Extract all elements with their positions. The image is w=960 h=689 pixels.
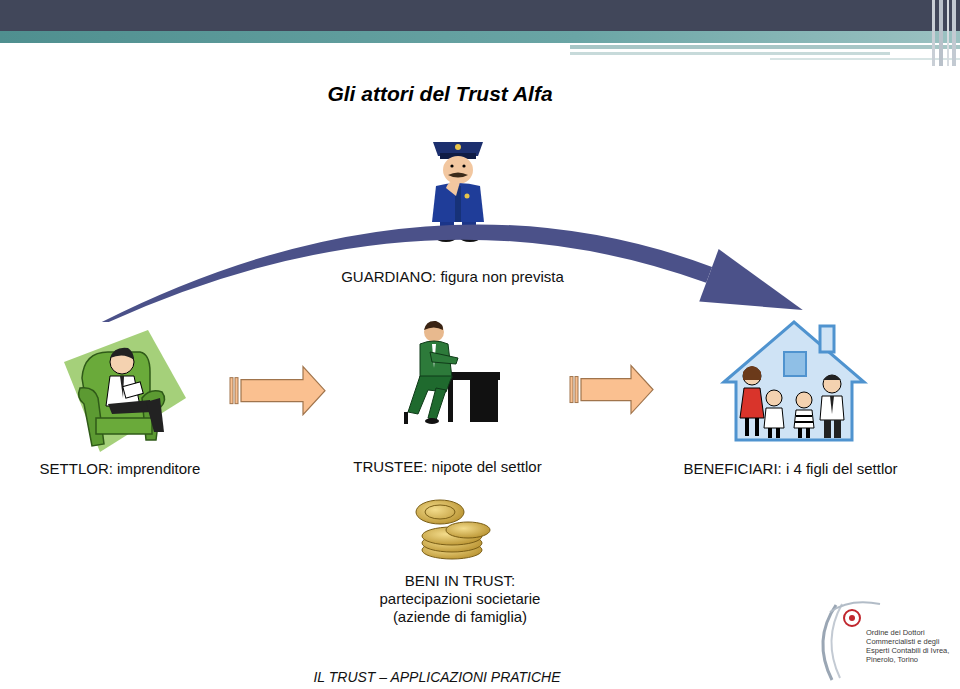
actor-label: SETTLOR: imprenditore <box>40 460 201 478</box>
footer-text: IL TRUST – APPLICAZIONI PRATICHE <box>237 669 637 685</box>
arrow-tail-bar <box>230 378 233 404</box>
actor-node: BENEFICIARI: i 4 figli del settlor <box>668 318 913 478</box>
family-figure <box>724 322 864 440</box>
header-line <box>932 0 935 66</box>
actor-node: SETTLOR: imprenditore <box>25 322 215 478</box>
header-stripe <box>0 31 960 43</box>
logo-text: Ordine dei Dottori Commercialisti e degl… <box>866 628 956 664</box>
actor-label: GUARDIANO: figura non prevista <box>341 268 564 286</box>
arrow-tail-bar <box>570 377 573 403</box>
connector <box>230 367 325 415</box>
header-line <box>570 52 890 55</box>
block-arrow <box>581 366 653 414</box>
header-line <box>939 0 943 66</box>
block-arrow <box>241 367 325 415</box>
curved-arrow-body <box>102 224 712 322</box>
header-line <box>952 0 956 66</box>
arrow-tail-bar <box>575 377 578 403</box>
actor-node: GUARDIANO: figura non prevista <box>330 128 575 286</box>
actor-label: BENI IN TRUST: partecipazioni societarie… <box>365 572 555 626</box>
settlor-figure <box>64 330 186 452</box>
coin-stack <box>416 500 490 559</box>
connector <box>570 366 653 414</box>
header-line <box>570 45 960 49</box>
header-line <box>947 0 949 66</box>
connector <box>102 224 803 322</box>
actor-label: BENEFICIARI: i 4 figli del settlor <box>683 460 897 478</box>
actor-node: TRUSTEE: nipote del settlor <box>340 318 555 476</box>
header-line <box>770 58 960 60</box>
arrow-tail-bar <box>235 378 238 404</box>
trustee-figure <box>404 321 500 424</box>
curved-arrow-head <box>699 249 803 310</box>
header-bar <box>0 0 960 31</box>
actor-label: TRUSTEE: nipote del settlor <box>353 458 541 476</box>
slide-title: Gli attori del Trust Alfa <box>300 82 580 106</box>
actor-node: BENI IN TRUST: partecipazioni societarie… <box>355 492 565 626</box>
